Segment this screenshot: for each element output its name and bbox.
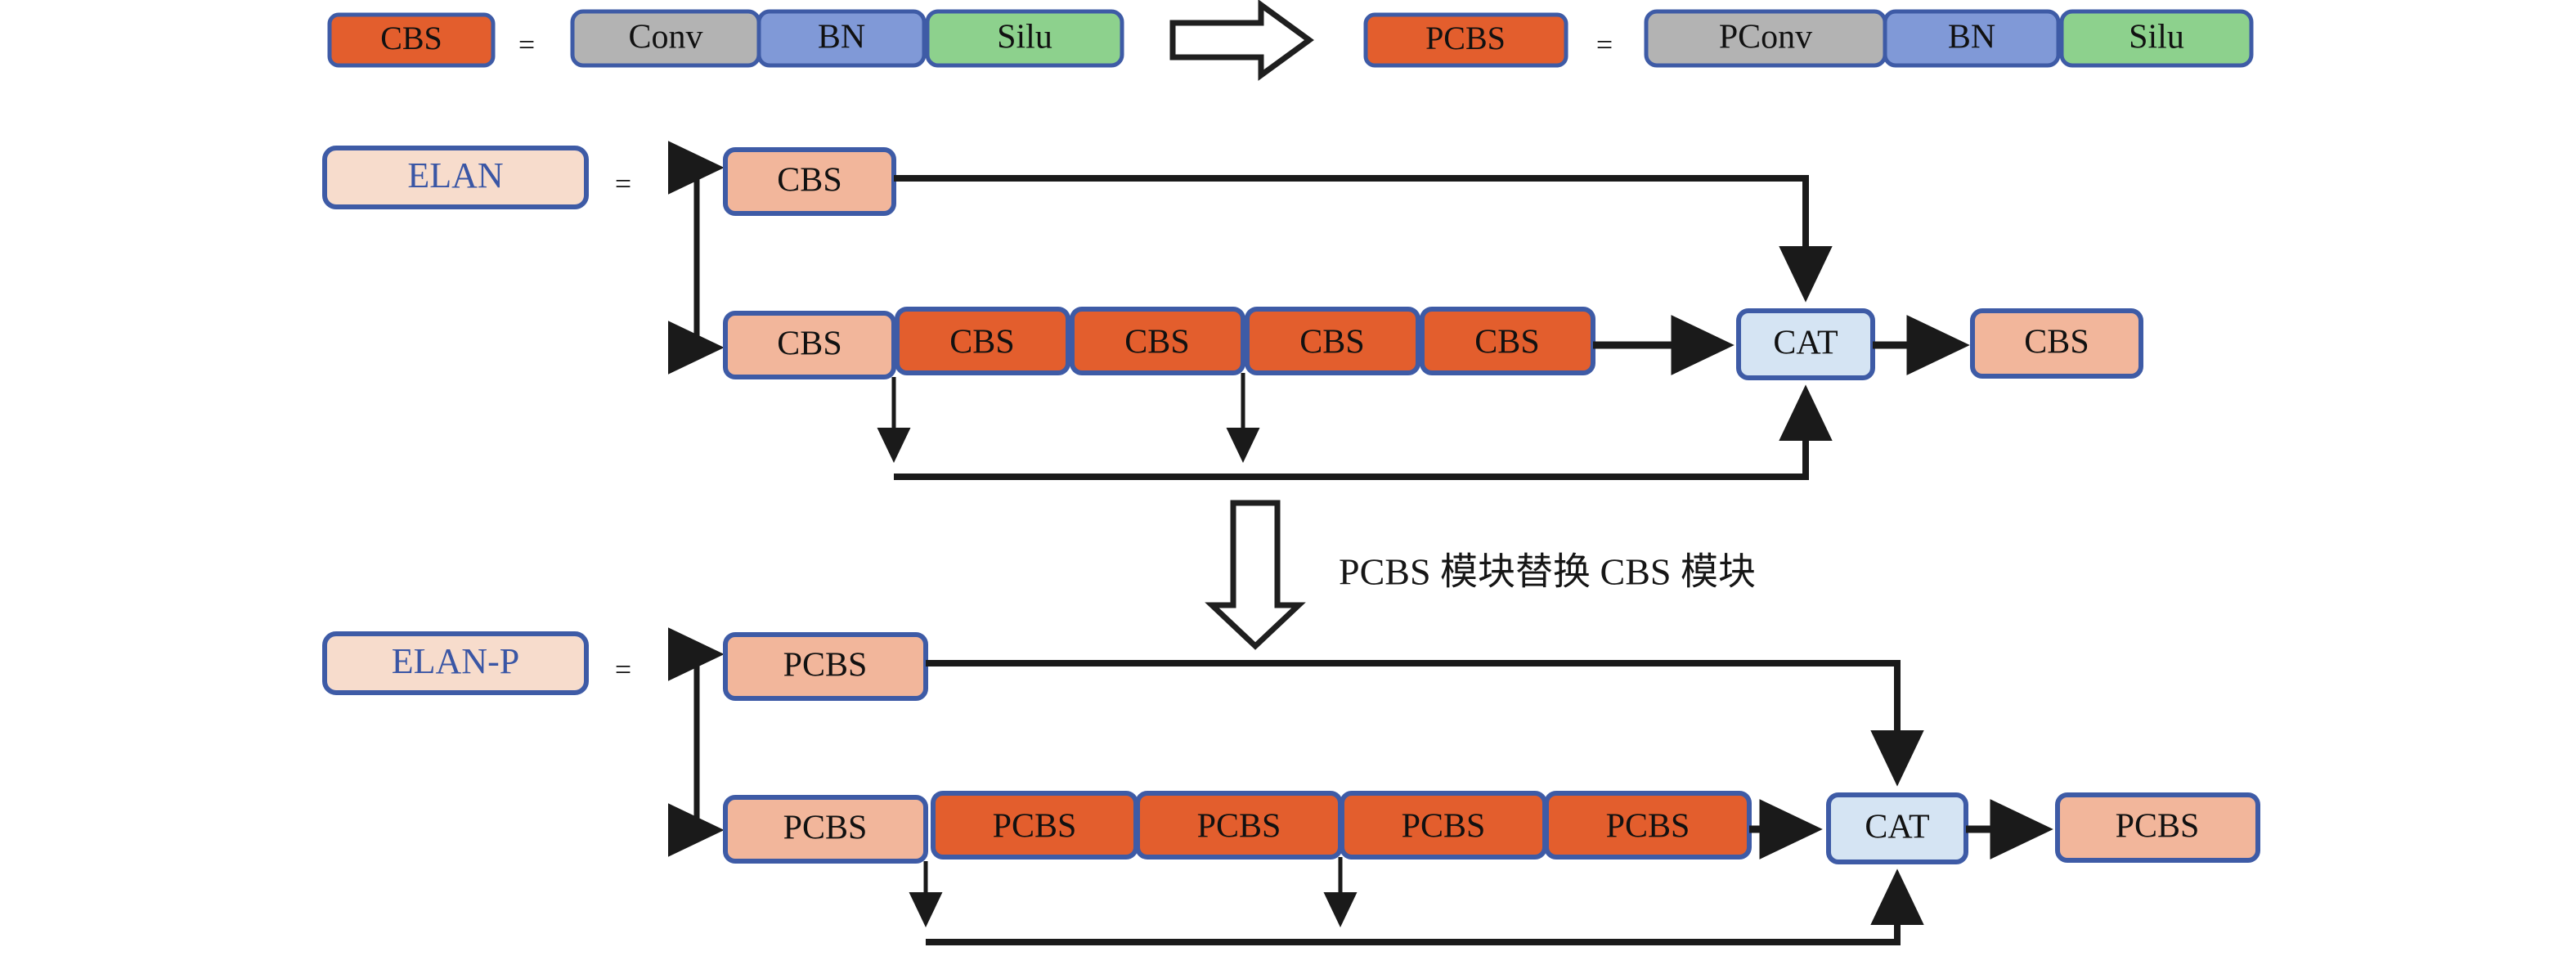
legend-pconv-label: PConv bbox=[1719, 19, 1812, 56]
elanp-output-pcbs-box: PCBS bbox=[2055, 792, 2260, 863]
elan-main-cbs-1-label: CBS bbox=[777, 325, 841, 363]
elan-main-cbs-1: CBS bbox=[723, 311, 896, 379]
legend-cbs-chip: CBS bbox=[327, 12, 496, 68]
hollow-right-arrow-icon bbox=[1169, 0, 1314, 81]
elan-main-cbs-3: CBS bbox=[1070, 307, 1245, 375]
elan-top-cbs-label: CBS bbox=[777, 162, 841, 200]
legend-silu2-box: Silu bbox=[2059, 9, 2254, 68]
elan-main-cbs-5: CBS bbox=[1420, 307, 1595, 375]
elanp-cat-box: CAT bbox=[1826, 792, 1968, 864]
elanp-main-pcbs-4-label: PCBS bbox=[1402, 808, 1486, 846]
legend-bn-box: BN bbox=[756, 9, 927, 68]
elanp-name-label: ELAN-P bbox=[392, 641, 519, 681]
elanp-main-pcbs-2: PCBS bbox=[931, 791, 1138, 860]
elan-output-cbs-box: CBS bbox=[1970, 308, 2143, 379]
elan-top-cbs-box: CBS bbox=[723, 147, 896, 216]
legend-pcbs-chip: PCBS bbox=[1363, 12, 1568, 68]
transition-caption: PCBS 模块替换 CBS 模块 bbox=[1339, 551, 1756, 593]
elanp-main-pcbs-1: PCBS bbox=[723, 795, 928, 864]
legend-pconv-box: PConv bbox=[1644, 9, 1887, 68]
legend-silu2-label: Silu bbox=[2129, 19, 2184, 56]
elan-main-cbs-4: CBS bbox=[1245, 307, 1420, 375]
legend-pcbs-chip-label: PCBS bbox=[1425, 20, 1506, 56]
elanp-main-pcbs-3: PCBS bbox=[1135, 791, 1343, 860]
legend-equals-1: = bbox=[518, 28, 535, 61]
legend-silu-box: Silu bbox=[925, 9, 1124, 68]
legend-bn-label: BN bbox=[818, 19, 865, 56]
hollow-down-arrow-icon bbox=[1205, 500, 1306, 650]
elan-cat-label: CAT bbox=[1773, 325, 1838, 362]
legend-equals-2: = bbox=[1596, 28, 1613, 61]
elan-main-cbs-2-label: CBS bbox=[949, 324, 1014, 361]
elanp-cat-label: CAT bbox=[1865, 809, 1929, 846]
elanp-main-pcbs-3-label: PCBS bbox=[1197, 808, 1281, 846]
elanp-main-pcbs-2-label: PCBS bbox=[993, 808, 1077, 846]
elanp-name-box: ELAN-P bbox=[322, 631, 589, 695]
legend-conv-box: Conv bbox=[570, 9, 761, 68]
elan-name-box: ELAN bbox=[322, 146, 589, 209]
elan-main-cbs-5-label: CBS bbox=[1474, 324, 1539, 361]
elan-equals: = bbox=[615, 167, 631, 200]
legend-bn2-box: BN bbox=[1883, 9, 2061, 68]
elanp-top-pcbs-box: PCBS bbox=[723, 632, 928, 701]
elanp-main-pcbs-5-label: PCBS bbox=[1606, 808, 1690, 846]
legend-conv-label: Conv bbox=[628, 19, 702, 56]
elan-main-cbs-3-label: CBS bbox=[1124, 324, 1189, 361]
elanp-main-pcbs-5: PCBS bbox=[1544, 791, 1752, 860]
legend-bn2-label: BN bbox=[1948, 19, 1995, 56]
elan-main-cbs-4-label: CBS bbox=[1299, 324, 1364, 361]
elanp-main-pcbs-4: PCBS bbox=[1340, 791, 1547, 860]
elan-name-label: ELAN bbox=[407, 155, 503, 195]
elan-cat-box: CAT bbox=[1736, 308, 1875, 380]
legend-silu-label: Silu bbox=[997, 19, 1052, 56]
elanp-top-pcbs-label: PCBS bbox=[783, 647, 868, 684]
elan-output-cbs-label: CBS bbox=[2024, 324, 2089, 361]
elanp-main-pcbs-1-label: PCBS bbox=[783, 810, 868, 847]
elan-main-cbs-2: CBS bbox=[895, 307, 1070, 375]
elanp-equals: = bbox=[615, 653, 631, 685]
elanp-output-pcbs-label: PCBS bbox=[2116, 808, 2200, 846]
legend-cbs-chip-label: CBS bbox=[380, 20, 442, 56]
